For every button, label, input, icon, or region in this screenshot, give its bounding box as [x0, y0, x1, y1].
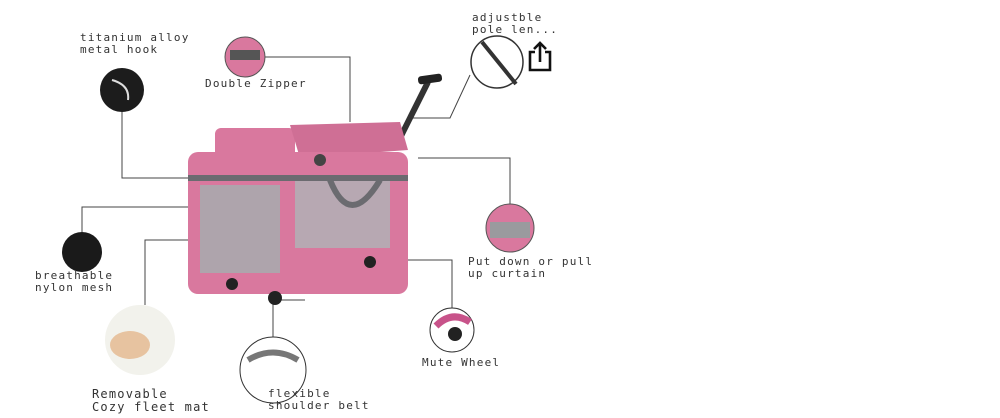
mesh-label-line1: breathable: [35, 269, 114, 282]
share-icon[interactable]: [526, 40, 554, 72]
zipper-label: Double Zipper: [205, 77, 307, 90]
pet-carrier-bag: [188, 73, 443, 305]
hook-detail: [100, 68, 144, 112]
hook-label-line2: metal hook: [80, 43, 159, 56]
curtain-label-line2: up curtain: [468, 267, 547, 280]
belt-label-line2: shoulder belt: [268, 399, 370, 412]
mesh-detail: [62, 232, 102, 272]
belt-label-line1: flexible: [268, 387, 331, 400]
pole-label-line2: pole len...: [472, 23, 559, 36]
detail-circles: [62, 35, 535, 404]
mat-label-line2: Cozy fleet mat: [92, 400, 210, 414]
mat-label-line1: Removable: [92, 387, 168, 401]
mesh-label-line2: nylon mesh: [35, 281, 114, 294]
pole-label-line1: adjustble: [472, 11, 543, 24]
wheel-label: Mute Wheel: [422, 356, 501, 369]
hook-label-line1: titanium alloy: [80, 31, 190, 44]
curtain-label-line1: Put down or pull: [468, 255, 594, 268]
